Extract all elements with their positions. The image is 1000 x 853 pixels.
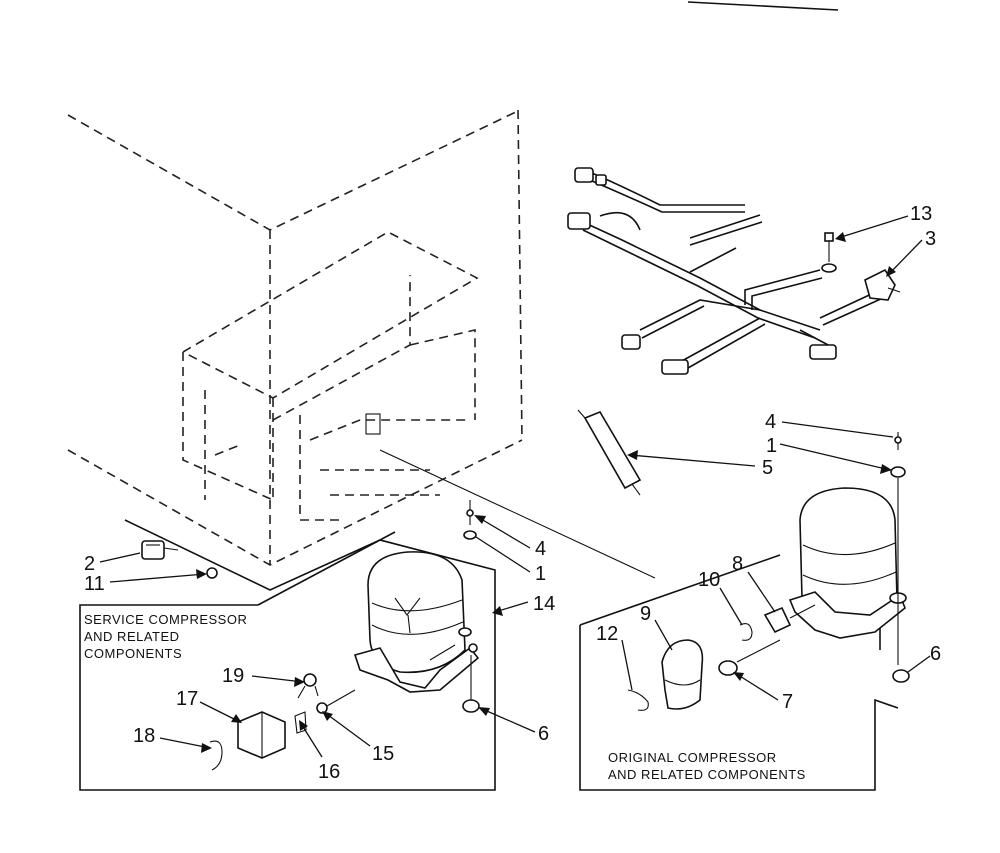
callout-15: 15 [372,743,394,765]
callout-17: 17 [176,688,198,710]
callout-6-right: 6 [930,643,941,665]
callout-6-left: 6 [538,723,549,745]
clip-part-18 [209,740,223,771]
original-caption-line-1: ORIGINAL COMPRESSOR [608,750,777,765]
screw-part-13 [821,232,837,273]
plug-part-3 [864,268,901,301]
drier-part-5 [577,409,642,496]
callout-2: 2 [84,553,95,575]
clip-part-10 [739,623,753,641]
grommet-part-7 [718,639,781,676]
connector-part-15 [316,689,356,714]
callout-9: 9 [640,603,651,625]
service-compressor-part-14 [353,551,480,693]
original-compressor [788,487,907,639]
callout-14: 14 [533,593,555,615]
mount-part-6-left [462,655,480,713]
callout-3: 3 [925,228,936,250]
clip-part-4-right [894,432,902,450]
leader-lines [99,215,931,758]
grommet-part-1-right [890,466,906,478]
callout-4-left: 4 [535,538,546,560]
original-group-frame [579,554,899,791]
original-group-caption: ORIGINAL COMPRESSOR AND RELATED COMPONEN… [608,750,806,782]
callout-7: 7 [782,691,793,713]
callout-19: 19 [222,665,244,687]
service-group-frame [79,519,496,791]
top-edge-line [687,1,839,11]
original-caption-line-2: AND RELATED COMPONENTS [608,767,806,782]
screw-part-11 [206,567,218,579]
relay-part-2 [141,540,179,560]
callout-8: 8 [732,553,743,575]
callout-1-right: 1 [766,435,777,457]
cabinet-outline [67,109,523,566]
service-caption-line-2: AND RELATED [84,629,180,644]
callout-11: 11 [84,573,105,595]
connecting-line [379,449,656,579]
cover-part-17 [237,711,286,759]
clip-part-4-left [466,500,474,525]
callout-16: 16 [318,761,340,783]
relay-part-8 [763,604,816,634]
callout-1-left: 1 [535,563,546,585]
wiring-harness [567,167,884,375]
mount-part-6-right [892,669,910,683]
callout-4-right: 4 [765,411,776,433]
callout-10: 10 [698,569,720,591]
callout-18: 18 [133,725,155,747]
service-caption-line-3: COMPONENTS [84,646,182,661]
cabinet-bracket [365,413,381,435]
cover-part-9 [661,639,704,710]
overload-part-19 [297,673,319,699]
service-group-caption: SERVICE COMPRESSOR AND RELATED COMPONENT… [84,612,247,661]
callout-5: 5 [762,457,773,479]
callout-12: 12 [596,623,618,645]
callout-13: 13 [910,203,932,225]
terminal-part-16 [294,711,307,734]
service-caption-line-1: SERVICE COMPRESSOR [84,612,247,627]
grommet-part-1-left [463,530,477,540]
clip-part-12 [627,689,649,711]
